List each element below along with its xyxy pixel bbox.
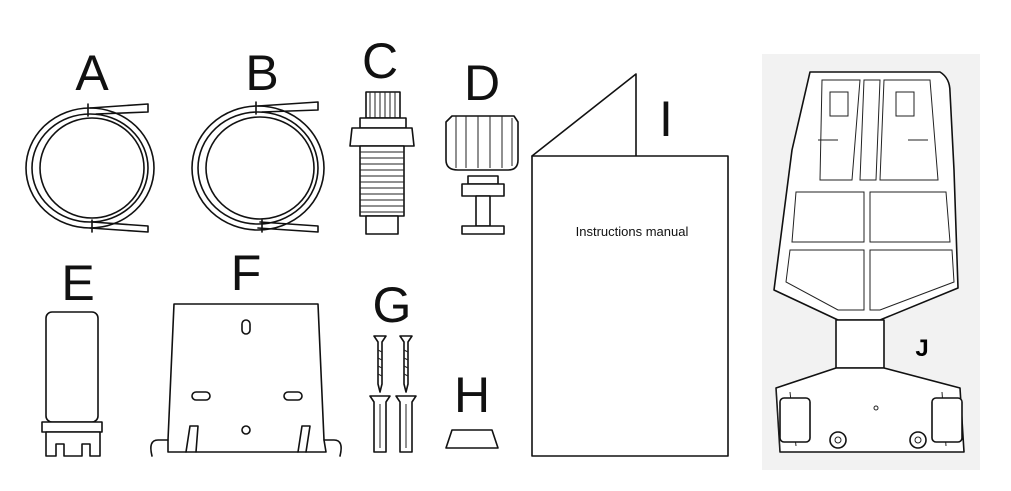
part-d-cap-and-stopper: D: [445, 55, 519, 235]
part-d-letter: D: [464, 55, 500, 111]
part-h-pad: H: [445, 367, 499, 449]
part-j-base-stand: J: [762, 54, 980, 470]
part-g-screws-and-plugs: G: [369, 277, 417, 453]
part-e-cylindrical-filter: E: [41, 255, 103, 457]
part-i-instructions-manual: I Instructions manual: [531, 73, 729, 457]
part-c-threaded-fitting: C: [349, 33, 415, 235]
part-i-letter: I: [659, 91, 673, 147]
part-f-letter: F: [231, 245, 262, 301]
part-f-wall-bracket: F: [150, 245, 342, 457]
part-a-tubing-coil: A: [25, 45, 155, 233]
part-h-letter: H: [454, 367, 490, 423]
part-e-letter: E: [61, 255, 94, 311]
part-a-letter: A: [75, 45, 109, 101]
part-c-letter: C: [362, 33, 398, 89]
manual-title-text: Instructions manual: [576, 224, 689, 239]
part-g-letter: G: [373, 277, 412, 333]
part-b-letter: B: [245, 45, 278, 101]
part-j-letter: J: [915, 335, 928, 362]
part-b-tubing-coil: B: [191, 45, 325, 233]
